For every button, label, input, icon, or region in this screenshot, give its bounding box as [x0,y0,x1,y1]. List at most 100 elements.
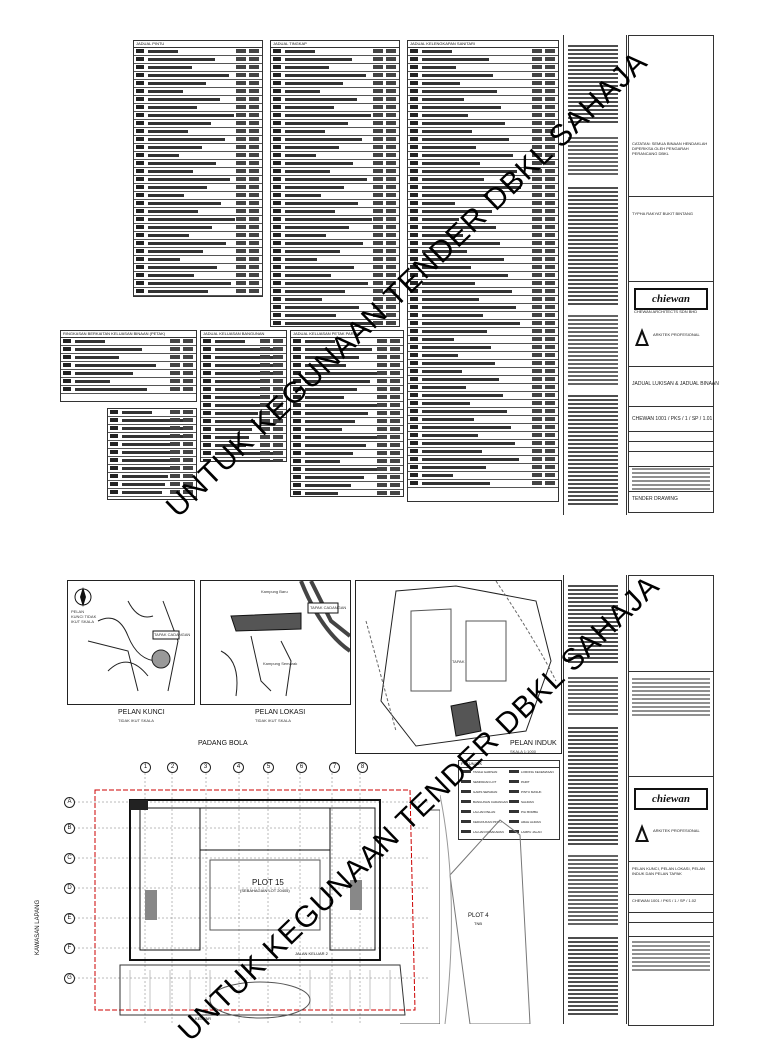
schedule-row [271,96,399,104]
schedule-row [201,434,286,442]
schedule-row [271,320,399,326]
legend-swatch-icon [509,820,519,823]
schedule-row [408,360,558,368]
schedule-row [408,304,558,312]
area-summary-table: RINGKASAN BERKAITAN KELUASAN BINAAN (PET… [60,330,197,402]
legend-item: SALIRAN [509,800,534,804]
schedule-row [134,144,262,152]
legend-item: ARAH ALIRAN [509,820,541,824]
schedule-row [201,354,286,362]
key-plan-scale: TIDAK IKUT SKALA [118,718,154,723]
schedule-row [134,72,262,80]
window-schedule-title: JADUAL TINGKAP [271,41,399,48]
schedule-row [291,386,403,394]
drawing-number-2: CHEWAN 1001 / PKS / 1 / SP / 1.02 [632,898,697,903]
grid-bubble-column: 4 [233,762,244,773]
schedule-row [134,224,262,232]
building-area-table [107,408,197,500]
location-plan-scale: TIDAK IKUT SKALA [255,718,291,723]
schedule-row [291,346,403,354]
schedule-row [408,232,558,240]
schedule-row [408,328,558,336]
schedule-row [291,466,403,474]
schedule-row [134,112,262,120]
schedule-row [201,346,286,354]
grid-bubble-column: 6 [296,762,307,773]
schedule-row [271,256,399,264]
legend-swatch-icon [461,790,471,793]
door-schedule-title: JADUAL PINTU [134,41,262,48]
schedule-row [408,464,558,472]
schedule-row [408,440,558,448]
schedule-row [201,458,286,461]
schedule-row [201,386,286,394]
schedule-row [408,88,558,96]
schedule-row [408,144,558,152]
legend-item: TANAH GARISAN [461,770,497,774]
schedule-row [134,96,262,104]
schedule-row [271,136,399,144]
schedule-row [134,176,262,184]
schedule-row [134,128,262,136]
schedule-row [134,184,262,192]
grid-bubble-row: G [64,973,75,984]
key-plan-map: PELAN KUNCI TIDAK IKUT SKALA TAPAK CADAN… [67,580,195,705]
schedule-row [271,264,399,272]
schedule-row [61,386,196,394]
schedule-row [271,192,399,200]
schedule-row [408,352,558,360]
legend-swatch-icon [509,800,519,803]
schedule-row [271,304,399,312]
schedule-row [408,432,558,440]
schedule-row [271,288,399,296]
floor-plan-drawing [70,765,441,1025]
schedule-row [291,442,403,450]
schedule-row [134,56,262,64]
schedule-row [291,482,403,490]
schedule-row [201,370,286,378]
drawing-sheet-plans: PELAN KUNCI TIDAK IKUT SKALA TAPAK CADAN… [0,520,768,1026]
location-plan-map: Kampung Baru TAPAK CADANGAN Kampung Sema… [200,580,351,705]
schedule-row [408,400,558,408]
schedule-row [108,473,196,481]
location-village-label: Kampung Baru [261,589,288,594]
schedule-row [134,160,262,168]
grid-bubble-column: 8 [357,762,368,773]
plot4-sub-label: TNB [474,921,482,926]
grid-bubble-row: B [64,823,75,834]
schedule-row [201,426,286,434]
legend-swatch-icon [461,830,471,833]
schedule-row [291,378,403,386]
site-plan-map: TAPAK [355,580,562,754]
schedule-row [108,457,196,465]
location-plan-drawing [220,581,350,697]
firm-logo-2: chiewan [634,788,708,810]
schedule-row [134,168,262,176]
schedule-row [271,176,399,184]
grid-bubble-row: D [64,883,75,894]
kawasan-label: KAWASAN LAPANG [35,899,41,955]
legend-swatch-icon [461,810,471,813]
schedule-row [291,474,403,482]
schedule-row [271,312,399,320]
schedule-row [134,104,262,112]
schedule-row [271,120,399,128]
schedule-row [201,338,286,346]
schedule-row [108,481,196,489]
schedule-row [408,256,558,264]
schedule-row [134,296,262,297]
schedule-row [134,120,262,128]
schedule-row [291,394,403,402]
seal-icon-2 [635,824,649,842]
plot4-area: PLOT 4 TNB [439,794,560,1025]
schedule-row [271,248,399,256]
drawing-sheet-schedules: JADUAL PINTU JADUAL TINGKAP JADUAL KELEN… [0,0,768,520]
schedule-row [408,168,558,176]
schedule-row [291,338,403,346]
schedule-row [408,184,558,192]
schedule-row [408,192,558,200]
drawing-title-2: PELAN KUNCI, PELAN LOKASI, PELAN INDUK D… [632,866,705,876]
schedule-row [291,458,403,466]
legend-item: PILI BOMBA [509,810,538,814]
schedule-row [271,208,399,216]
